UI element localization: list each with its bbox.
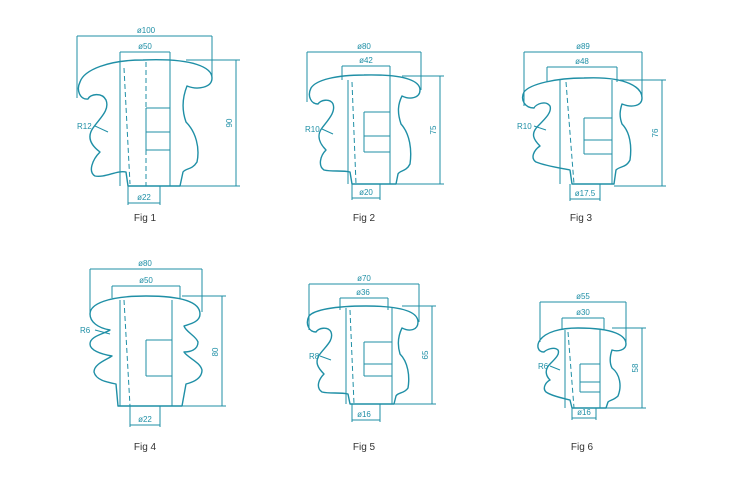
fig6-neck-dia-label: ø30 [576,308,590,317]
fig1-radius-leader [94,125,109,133]
fig4-radius-label: R6 [80,326,91,335]
fig4-caption: Fig 4 [134,442,157,453]
fig2-bore-section [363,111,390,153]
fig4-radius-leader [94,329,111,335]
fig2-height-label: 75 [429,125,438,134]
fig3-insulator-body [521,77,643,185]
fig1-caption: Fig 1 [134,213,157,224]
fig1-radius-label: R12 [77,122,92,131]
fig3-bottom-dia-label: ø17.5 [575,189,596,198]
fig4-top-dia-label: ø80 [138,259,152,268]
figure-1: ø100 ø50 ø22 90 R12 Fig 1 [76,26,240,224]
fig1-height-label: 90 [225,118,234,127]
fig1-insulator-body [77,59,213,187]
fig5-caption: Fig 5 [353,442,376,453]
fig6-height-label: 58 [631,363,640,372]
fig1-bottom-dia-label: ø22 [137,193,151,202]
fig4-neck-dia-label: ø50 [139,276,153,285]
fig6-hidden-bore [567,331,575,409]
fig1-top-dia-label: ø100 [137,26,156,35]
fig1-neck-dia-label: ø50 [138,42,152,51]
fig2-radius-leader [321,128,334,135]
fig2-neck-dia-label: ø42 [359,56,373,65]
fig5-top-dia-label: ø70 [357,274,371,283]
fig4-bottom-dia-label: ø22 [138,415,152,424]
fig2-radius-label: R10 [305,125,320,134]
figure-4: ø80 ø50 ø22 80 R6 Fig 4 [80,259,226,453]
figure-5: ø70 ø36 ø16 65 R8 Fig 5 [306,274,436,453]
fig2-insulator-body [308,74,421,185]
fig6-radius-leader [549,365,561,371]
fig5-bottom-dia-label: ø16 [357,410,371,419]
fig3-neck-dia-label: ø48 [575,57,589,66]
fig3-top-dia-label: ø89 [576,42,590,51]
fig4-height-label: 80 [211,347,220,356]
fig5-height-label: 65 [421,350,430,359]
figure-2: ø80 ø42 ø20 75 R10 Fig 2 [305,42,444,224]
fig4-hidden-bore [123,299,131,407]
fig2-bottom-dia-label: ø20 [359,188,373,197]
fig6-caption: Fig 6 [571,442,594,453]
fig6-top-dia-label: ø55 [576,292,590,301]
fig6-radius-label: R6 [538,362,549,371]
fig3-radius-label: R10 [517,122,532,131]
fig1-hidden-bore [123,67,131,185]
fig6-insulator-body [537,327,627,409]
fig5-radius-label: R8 [309,352,320,361]
fig6-bottom-dia-label: ø16 [577,408,591,417]
fig5-neck-dia-label: ø36 [356,288,370,297]
fig2-hidden-bore [351,81,357,185]
fig3-radius-leader [533,125,547,131]
fig3-bore-section [583,117,612,155]
figure-6: ø55 ø30 ø16 58 R6 Fig 6 [537,292,646,453]
fig3-height-label: 76 [651,128,660,137]
fig6-bore-section [579,363,600,393]
fig3-hidden-bore [565,81,575,185]
fig5-insulator-body [306,305,419,405]
fig2-top-dia-label: ø80 [357,42,371,51]
fig5-bore-section [363,341,392,377]
fig1-bore-section [145,107,170,151]
fig5-radius-leader [319,355,332,361]
fig3-caption: Fig 3 [570,213,593,224]
fig2-caption: Fig 2 [353,213,376,224]
figure-3: ø89 ø48 ø17.5 76 R10 Fig 3 [517,42,666,224]
fig4-bore-section [145,339,172,377]
